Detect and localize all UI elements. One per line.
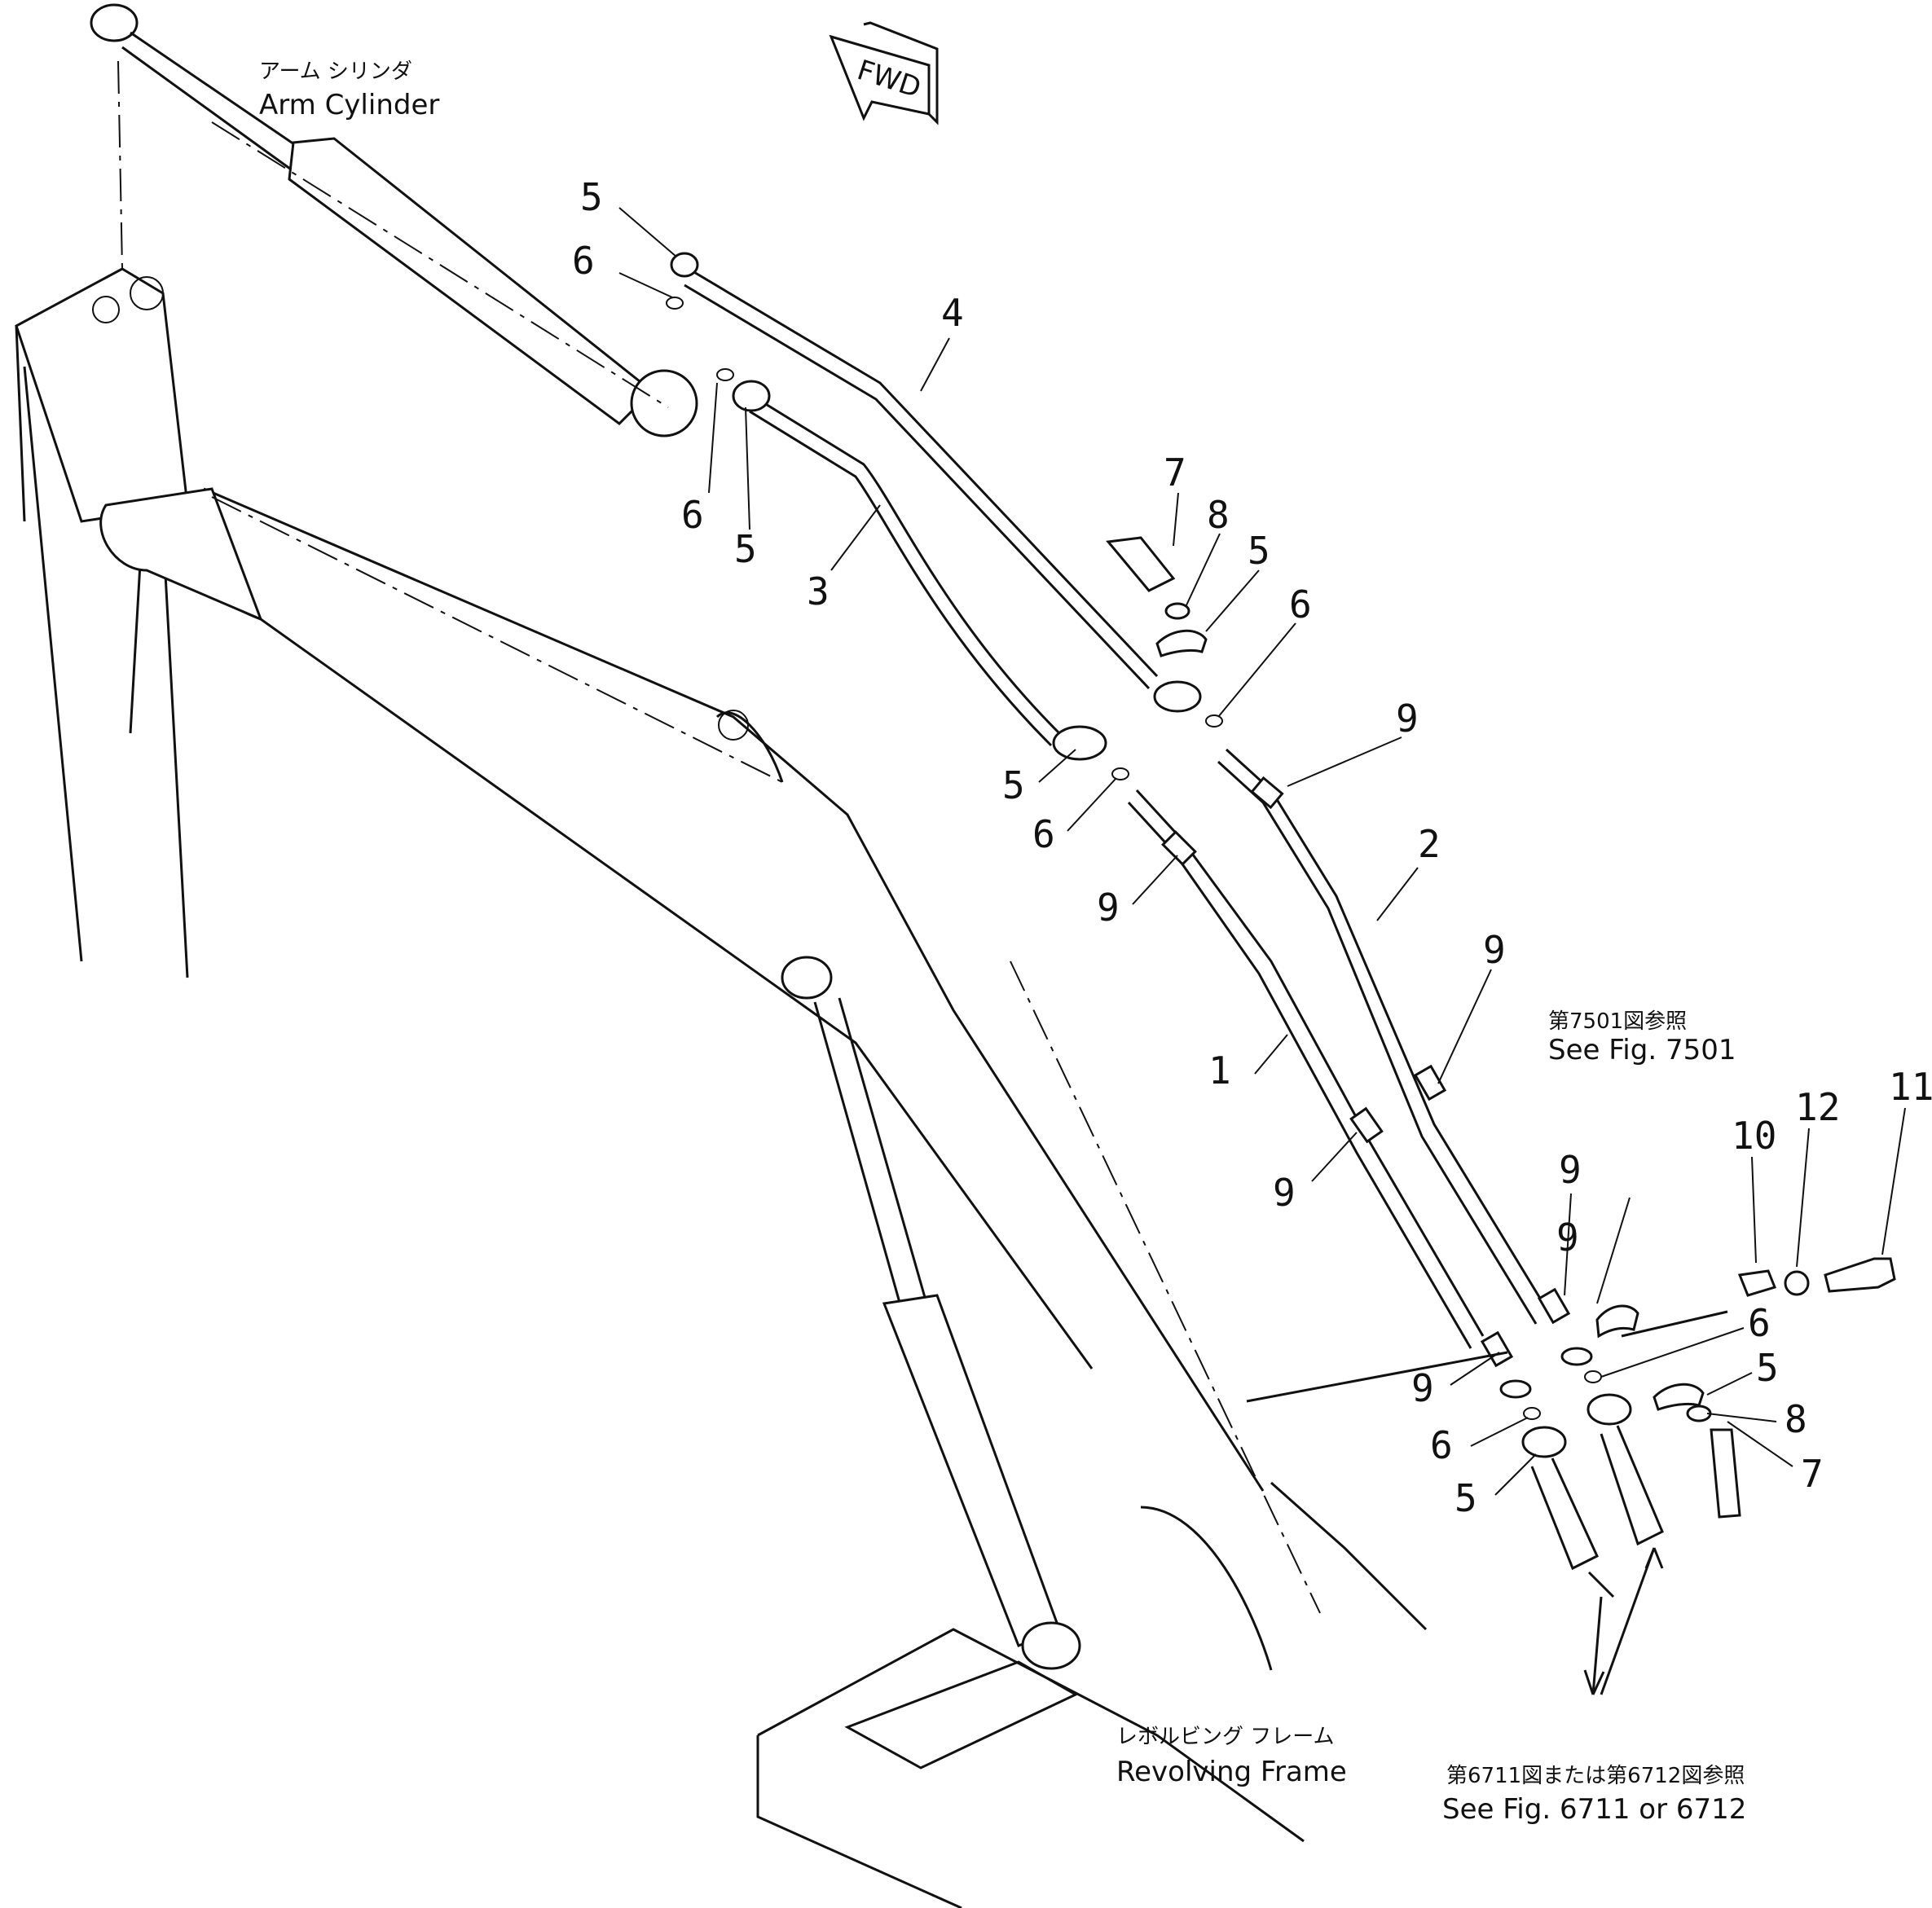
- ref-6711-label: 第6711図または第6712図参照 See Fig. 6711 or 6712: [1442, 1764, 1746, 1826]
- hose-3: [732, 380, 1107, 761]
- callout: 10: [1732, 1114, 1776, 1158]
- ref-7501-label: 第7501図参照 See Fig. 7501: [1548, 1009, 1736, 1066]
- boom-bracket: [15, 60, 189, 978]
- ref-7501-jp: 第7501図参照: [1548, 1009, 1687, 1034]
- hose-4: [670, 252, 1202, 713]
- callout: 1: [1208, 1049, 1231, 1092]
- callout: 2: [1418, 822, 1441, 866]
- callout: 9: [1097, 886, 1120, 930]
- boom: [99, 487, 1321, 1614]
- bolts: [1106, 536, 1741, 1519]
- fwd-arrow: FWD: [829, 21, 939, 125]
- callout-numbers: 5 6 4 6 5 3 7 8 5 6 9 5 6 9 2 9 1 9 9 10…: [572, 175, 1932, 1520]
- callout: 6: [681, 493, 704, 537]
- ref-6711-jp: 第6711図または第6712図参照: [1446, 1764, 1745, 1788]
- callout: 12: [1795, 1085, 1840, 1129]
- callout: 9: [1396, 697, 1419, 741]
- callout: 8: [1785, 1397, 1807, 1441]
- callout: 6: [572, 239, 595, 283]
- revolving-frame-label: レボルビング フレーム Revolving Frame: [1116, 1725, 1347, 1788]
- callout: 5: [734, 527, 757, 571]
- callout: 7: [1164, 451, 1186, 495]
- callout: 6: [1748, 1301, 1771, 1345]
- callout: 5: [580, 175, 603, 219]
- boom-cylinder: [781, 956, 1081, 1670]
- callout: 9: [1559, 1148, 1582, 1192]
- clamp-parts: [1246, 1197, 1896, 1403]
- tube-2: [1217, 748, 1593, 1366]
- arm-cylinder: [90, 3, 698, 437]
- callout: 9: [1483, 928, 1506, 972]
- lower-fittings: [1521, 1393, 1664, 1695]
- callout: 8: [1207, 493, 1230, 537]
- callout: 6: [1430, 1423, 1453, 1467]
- callout: 11: [1889, 1065, 1932, 1109]
- o-rings: [666, 297, 1602, 1420]
- callout: 6: [1032, 812, 1055, 856]
- callout: 4: [941, 291, 964, 335]
- revolving-frame-label-en: Revolving Frame: [1116, 1756, 1347, 1788]
- ref-6711-en: See Fig. 6711 or 6712: [1442, 1793, 1746, 1826]
- arm-cylinder-label-en: Arm Cylinder: [259, 89, 439, 121]
- leader-lines: [618, 207, 1906, 1496]
- callout: 9: [1273, 1171, 1296, 1215]
- callout: 5: [1455, 1476, 1477, 1520]
- callout: 7: [1801, 1452, 1824, 1496]
- revolving-frame-label-jp: レボルビング フレーム: [1116, 1725, 1335, 1749]
- arm-cylinder-label: アーム シリンダ Arm Cylinder: [259, 59, 439, 121]
- revolving-frame: [756, 1481, 1428, 1908]
- callout: 5: [1002, 763, 1025, 807]
- callout: 5: [1756, 1346, 1779, 1390]
- callout: 6: [1289, 583, 1312, 626]
- callout: 5: [1248, 529, 1270, 573]
- ref-7501-en: See Fig. 7501: [1548, 1034, 1736, 1066]
- arm-cylinder-label-jp: アーム シリンダ: [259, 59, 412, 84]
- tube-1: [1127, 789, 1532, 1399]
- callout: 9: [1411, 1366, 1434, 1410]
- callout: 3: [807, 569, 830, 613]
